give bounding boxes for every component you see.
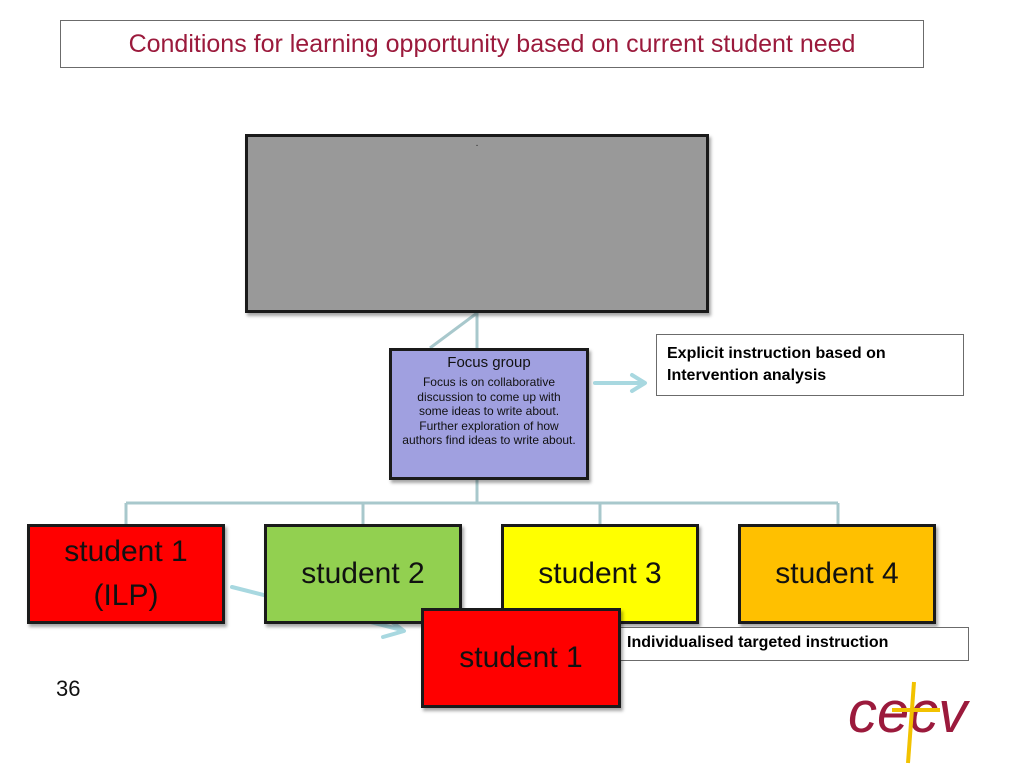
- cecv-logo: cecv: [848, 680, 970, 764]
- top-gray-box: .: [245, 134, 709, 313]
- arrow-focus-to-explicit-head: [630, 373, 647, 393]
- student-2-box: student 2: [264, 524, 462, 624]
- student-2-label: student 2: [301, 557, 425, 590]
- title-box: Conditions for learning opportunity base…: [60, 20, 924, 68]
- targeted-student-label: student 1: [459, 641, 583, 674]
- connector-top-to-focus: [429, 310, 479, 350]
- student-4-label: student 4: [775, 557, 899, 590]
- logo-cross-vertical: [906, 681, 916, 764]
- student-3-label: student 3: [538, 557, 662, 590]
- page-number: 36: [56, 676, 81, 701]
- explicit-instruction-box: Explicit instruction based on Interventi…: [656, 334, 964, 396]
- individualised-instruction-box: Individualised targeted instruction: [620, 627, 969, 661]
- explicit-instruction-text: Explicit instruction based on Interventi…: [667, 345, 886, 384]
- student-1-ilp-label: (ILP): [93, 579, 159, 612]
- student-1-box: student 1 (ILP): [27, 524, 225, 624]
- focus-group-box: Focus group Focus is on collaborative di…: [389, 348, 589, 480]
- individualised-instruction-text: Individualised targeted instruction: [627, 634, 889, 651]
- slide-title: Conditions for learning opportunity base…: [128, 29, 856, 58]
- targeted-student-box: student 1: [421, 608, 621, 708]
- student-4-box: student 4: [738, 524, 936, 624]
- focus-group-title: Focus group: [447, 354, 531, 371]
- focus-group-description: Focus is on collaborative discussion to …: [402, 375, 576, 447]
- student-1-label: student 1: [64, 535, 188, 568]
- top-box-text: .: [475, 138, 479, 149]
- student-3-box: student 3: [501, 524, 699, 624]
